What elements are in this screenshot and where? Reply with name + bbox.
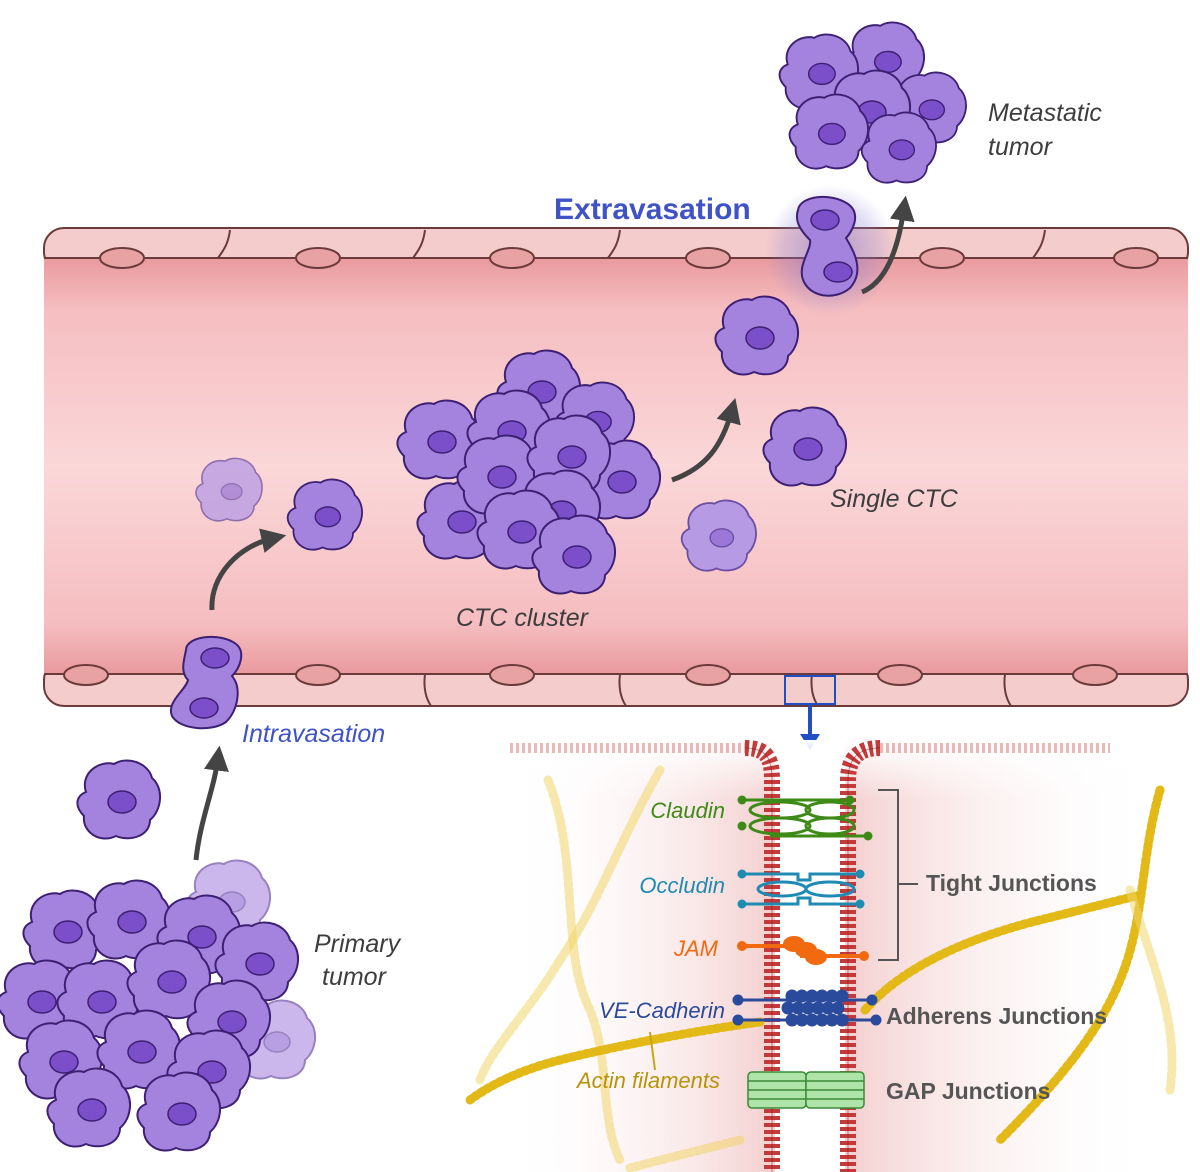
ctc-arrow [671,397,741,483]
extravasation-label: Extravasation [554,193,751,226]
actin-label-pointer [649,1031,656,1071]
intravasation-arrow-lower [193,745,229,861]
tight-junctions-label: Tight Junctions [926,870,1097,896]
metastatic-tumor-label-2: tumor [988,133,1054,161]
ctc-cluster-label: CTC cluster [456,604,590,632]
endothelial-cells-bottom [63,664,1118,707]
ctc-cell [286,478,363,551]
adherens-junctions-label: Adherens Junctions [886,1003,1107,1029]
primary-tumor-label-2: tumor [322,963,388,991]
jam-label: JAM [673,936,719,961]
jam-protein [737,936,869,965]
primary-tumor-label: Primary [314,930,402,958]
occludin-label: Occludin [639,873,725,898]
membrane-right-outline [847,747,881,1172]
metastatic-tumor [778,21,967,184]
gap-junction [747,1071,865,1109]
gap-junctions-label: GAP Junctions [886,1078,1050,1104]
metastatic-tumor-label: Metastatic [988,99,1102,127]
actin-filaments [465,765,1177,1172]
primary-tumor-escaping-cell [76,759,162,840]
junction-panel [465,740,1177,1172]
ve-cadherin-label: VE-Cadherin [599,998,725,1023]
ctc-cell [714,295,800,376]
primary-tumor [0,859,317,1152]
single-ctc-label: Single CTC [830,485,959,513]
endothelial-cells-top [99,229,1159,269]
intravasation-arrow-upper [209,528,287,611]
ctc-cell-fading [195,457,263,522]
intravasating-cell [169,635,243,730]
ctc-cell [762,406,848,487]
ve-cadherin-protein [732,989,882,1027]
membrane-left-outline [744,747,773,1172]
occludin-protein [737,869,865,909]
claudin-label: Claudin [650,798,725,823]
extravasation-arrow [860,195,915,295]
claudin-protein [737,795,873,841]
intravasation-label: Intravasation [242,720,385,748]
tight-junction-bracket [878,789,918,961]
extravasating-cell [796,195,859,297]
actin-filaments-label: Actin filaments [575,1068,720,1093]
ctc-cell-fading [680,499,757,572]
